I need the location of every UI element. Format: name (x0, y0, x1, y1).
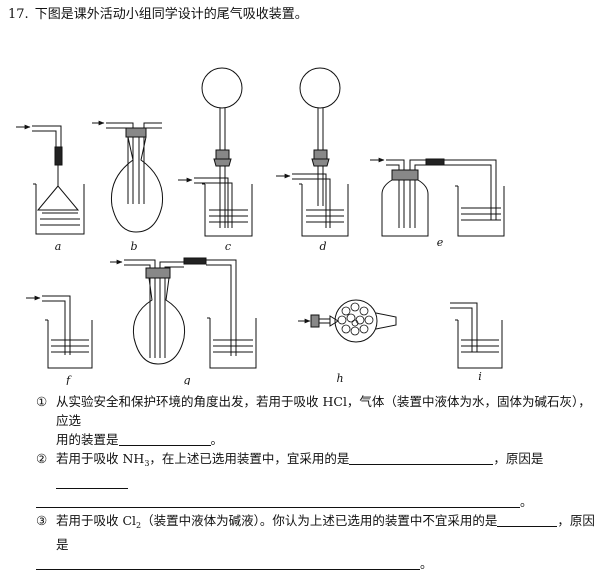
sub-question-3: ③ 若用于吸收 Cl2（装置中液体为碱液）。你认为上述已选用的装置中不宜采用的是… (36, 511, 596, 573)
round-flask (132, 277, 186, 365)
label-c: c (225, 240, 231, 253)
apparatus-b (92, 120, 164, 233)
label-e: e (437, 236, 444, 249)
beaker (209, 318, 257, 369)
label-h: h (336, 372, 343, 385)
sub-question-1: ① 从实验安全和保护环境的角度出发，若用于吸收 HCl，气体（装置中液体为水，固… (36, 392, 596, 449)
drying-tube-bulb (334, 299, 378, 343)
soda-lime-granules (337, 302, 374, 336)
beaker (457, 320, 503, 369)
item-text: 。 (210, 432, 224, 447)
beaker (204, 184, 253, 237)
label-g: g (183, 374, 190, 385)
subscript: 3 (144, 459, 150, 468)
beaker (301, 184, 349, 237)
gas-washing-bottle (381, 179, 429, 237)
item-marker: ① (36, 394, 48, 409)
apparatus-c (178, 67, 253, 237)
drying-tube-stem (375, 312, 397, 330)
answer-blank[interactable] (36, 555, 420, 570)
apparatus-a (16, 124, 85, 235)
apparatus-f (26, 295, 93, 369)
item-marker: ② (36, 451, 48, 466)
answer-blank[interactable] (118, 431, 211, 446)
inverted-funnel (36, 185, 80, 211)
sub-question-2: ② 若用于吸收 NH3，在上述已选用装置中，宜采用的是 ，原因是 。 (36, 449, 596, 511)
item-text: 从实验安全和保护环境的角度出发，若用于吸收 HCl，气体（装置中液体为水，固体为… (56, 394, 591, 428)
label-i: i (478, 370, 482, 383)
round-flask (110, 136, 164, 233)
item-text: 用的装置是 (56, 432, 119, 447)
item-text: 。 (520, 494, 533, 509)
answer-blank[interactable] (56, 474, 128, 489)
answer-blank[interactable] (497, 512, 558, 527)
item-text: 。 (420, 556, 433, 571)
question-number: 17. (8, 7, 29, 22)
apparatus-i (450, 302, 503, 369)
item-text: 若用于吸收 Cl (56, 513, 137, 528)
item-marker: ③ (36, 513, 48, 528)
question-stem: 下图是课外活动小组同学设计的尾气吸收装置。 (34, 7, 308, 22)
item-text: ，在上述已选用装置中，宜采用的是 (149, 451, 350, 466)
item-text: 若用于吸收 NH (56, 451, 145, 466)
inlet-tube (32, 125, 62, 150)
label-a: a (55, 240, 62, 253)
label-d: d (319, 240, 326, 253)
item-text: ，原因是 (493, 451, 544, 466)
safety-bulb (201, 67, 243, 109)
beaker (35, 184, 85, 235)
sub-questions: ① 从实验安全和保护环境的角度出发，若用于吸收 HCl，气体（装置中液体为水，固… (36, 392, 596, 573)
beaker (457, 186, 505, 237)
apparatus-g (110, 257, 257, 369)
question-stem-line: 17. 下图是课外活动小组同学设计的尾气吸收装置。 (8, 6, 308, 24)
label-b: b (130, 240, 137, 253)
answer-blank[interactable] (349, 450, 494, 465)
apparatus-d (276, 67, 349, 237)
apparatus-e (370, 157, 505, 237)
item-text: （装置中液体为碱液）。你认为上述已选用的装置中不宜采用的是 (141, 513, 498, 528)
safety-bulb (299, 67, 341, 109)
beaker (47, 320, 93, 369)
label-f: f (65, 374, 72, 385)
apparatus-figure: a b c d e f g h i (16, 67, 505, 385)
apparatus-h (298, 299, 397, 343)
